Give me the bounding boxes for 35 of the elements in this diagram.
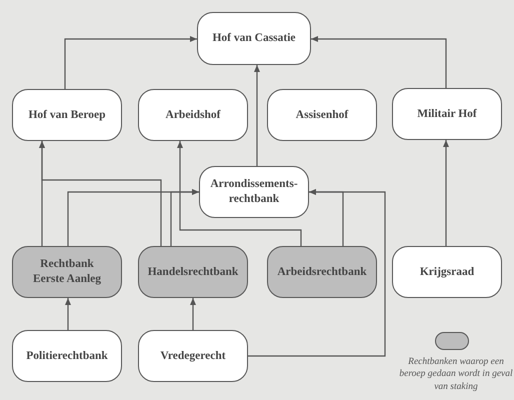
court-box	[138, 330, 248, 382]
court-name: Politierechtbank	[26, 348, 108, 364]
court-name: Hof van Cassatie	[212, 31, 296, 46]
court-box	[267, 89, 377, 141]
arrow	[190, 298, 196, 330]
court-name: Rechtbank Eerste Aanleg	[32, 257, 102, 287]
arrow	[443, 140, 449, 246]
court-box	[138, 246, 248, 298]
arrow	[248, 189, 386, 357]
court-box	[12, 89, 122, 141]
court-name: Hof van Beroep	[28, 108, 106, 122]
arrow	[65, 298, 71, 330]
arrow	[254, 65, 260, 166]
court-box	[392, 88, 502, 140]
court-name: Assisenhof	[296, 108, 348, 122]
court-name: Krijgsraad	[420, 264, 474, 280]
arrow	[39, 141, 162, 246]
court-box	[199, 166, 309, 218]
court-name: Handelsrechtbank	[148, 264, 238, 280]
court-name: Arbeidsrechtbank	[277, 264, 367, 280]
legend-text: Rechtbanken waarop een beroep gedaan wordt in geval van staking	[398, 356, 514, 394]
court-box	[197, 12, 311, 65]
arrow	[177, 141, 302, 246]
arrow	[311, 36, 447, 88]
court-name: Vredegerecht	[160, 348, 226, 364]
court-name: Militair Hof	[417, 106, 477, 122]
arrow	[64, 36, 197, 89]
court-box	[392, 246, 502, 298]
court-name: Arrondissements-rechtbank	[210, 177, 298, 207]
court-box	[12, 330, 122, 382]
court-box	[12, 246, 122, 298]
court-box	[138, 89, 248, 141]
court-name: Arbeidshof	[166, 108, 220, 122]
court-box	[267, 246, 377, 298]
arrow	[170, 189, 199, 246]
